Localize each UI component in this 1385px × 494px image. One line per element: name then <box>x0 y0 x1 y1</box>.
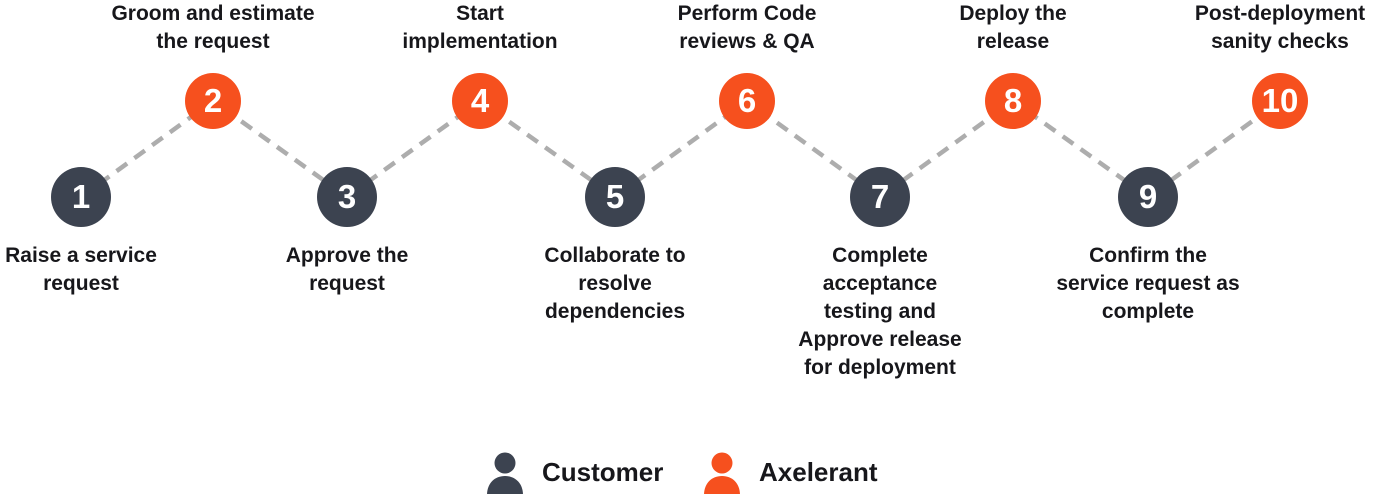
step-4-number: 4 <box>470 81 490 119</box>
step-8-number: 8 <box>1003 81 1023 119</box>
axelerant-person-icon <box>704 452 740 494</box>
legend-label-customer: Customer <box>542 457 664 487</box>
zigzag-dashed-line <box>79 98 1282 200</box>
legend-label-axelerant: Axelerant <box>759 457 878 487</box>
step-10-number: 10 <box>1261 81 1299 119</box>
step-3-circle: 3 <box>317 167 377 227</box>
step-2-circle: 2 <box>185 73 241 129</box>
step-1-label: Raise a service request <box>5 244 157 295</box>
legend-item-customer: Customer <box>486 452 663 494</box>
step-2-label: Groom and estimate the request <box>111 2 315 53</box>
step-6-number: 6 <box>737 81 757 119</box>
step-10-circle: 10 <box>1252 73 1308 129</box>
step-1-circle: 1 <box>51 167 111 227</box>
step-7-label: Complete acceptance testing and Approve … <box>798 244 962 379</box>
step-8-circle: 8 <box>985 73 1041 129</box>
step-4-circle: 4 <box>452 73 508 129</box>
step-6-circle: 6 <box>719 73 775 129</box>
step-9-number: 9 <box>1138 177 1158 215</box>
step-5-circle: 5 <box>585 167 645 227</box>
step-3-label: Approve the request <box>285 244 409 295</box>
step-6-label: Perform Code reviews & QA <box>677 2 817 53</box>
step-9-circle: 9 <box>1118 167 1178 227</box>
customer-person-icon <box>487 452 523 494</box>
step-9-label: Confirm the service request as complete <box>1056 244 1240 323</box>
step-1-number: 1 <box>71 177 91 215</box>
step-2-number: 2 <box>203 81 223 119</box>
step-5-number: 5 <box>605 177 625 215</box>
step-10-label: Post-deployment sanity checks <box>1194 2 1366 53</box>
step-3-number: 3 <box>337 177 357 215</box>
step-5-label: Collaborate to resolve dependencies <box>544 244 686 323</box>
step-4-label: Start implementation <box>402 2 558 53</box>
step-7-number: 7 <box>870 177 890 215</box>
legend-item-axelerant: Axelerant <box>703 452 878 494</box>
step-8-label: Deploy the release <box>959 2 1067 53</box>
step-7-circle: 7 <box>850 167 910 227</box>
